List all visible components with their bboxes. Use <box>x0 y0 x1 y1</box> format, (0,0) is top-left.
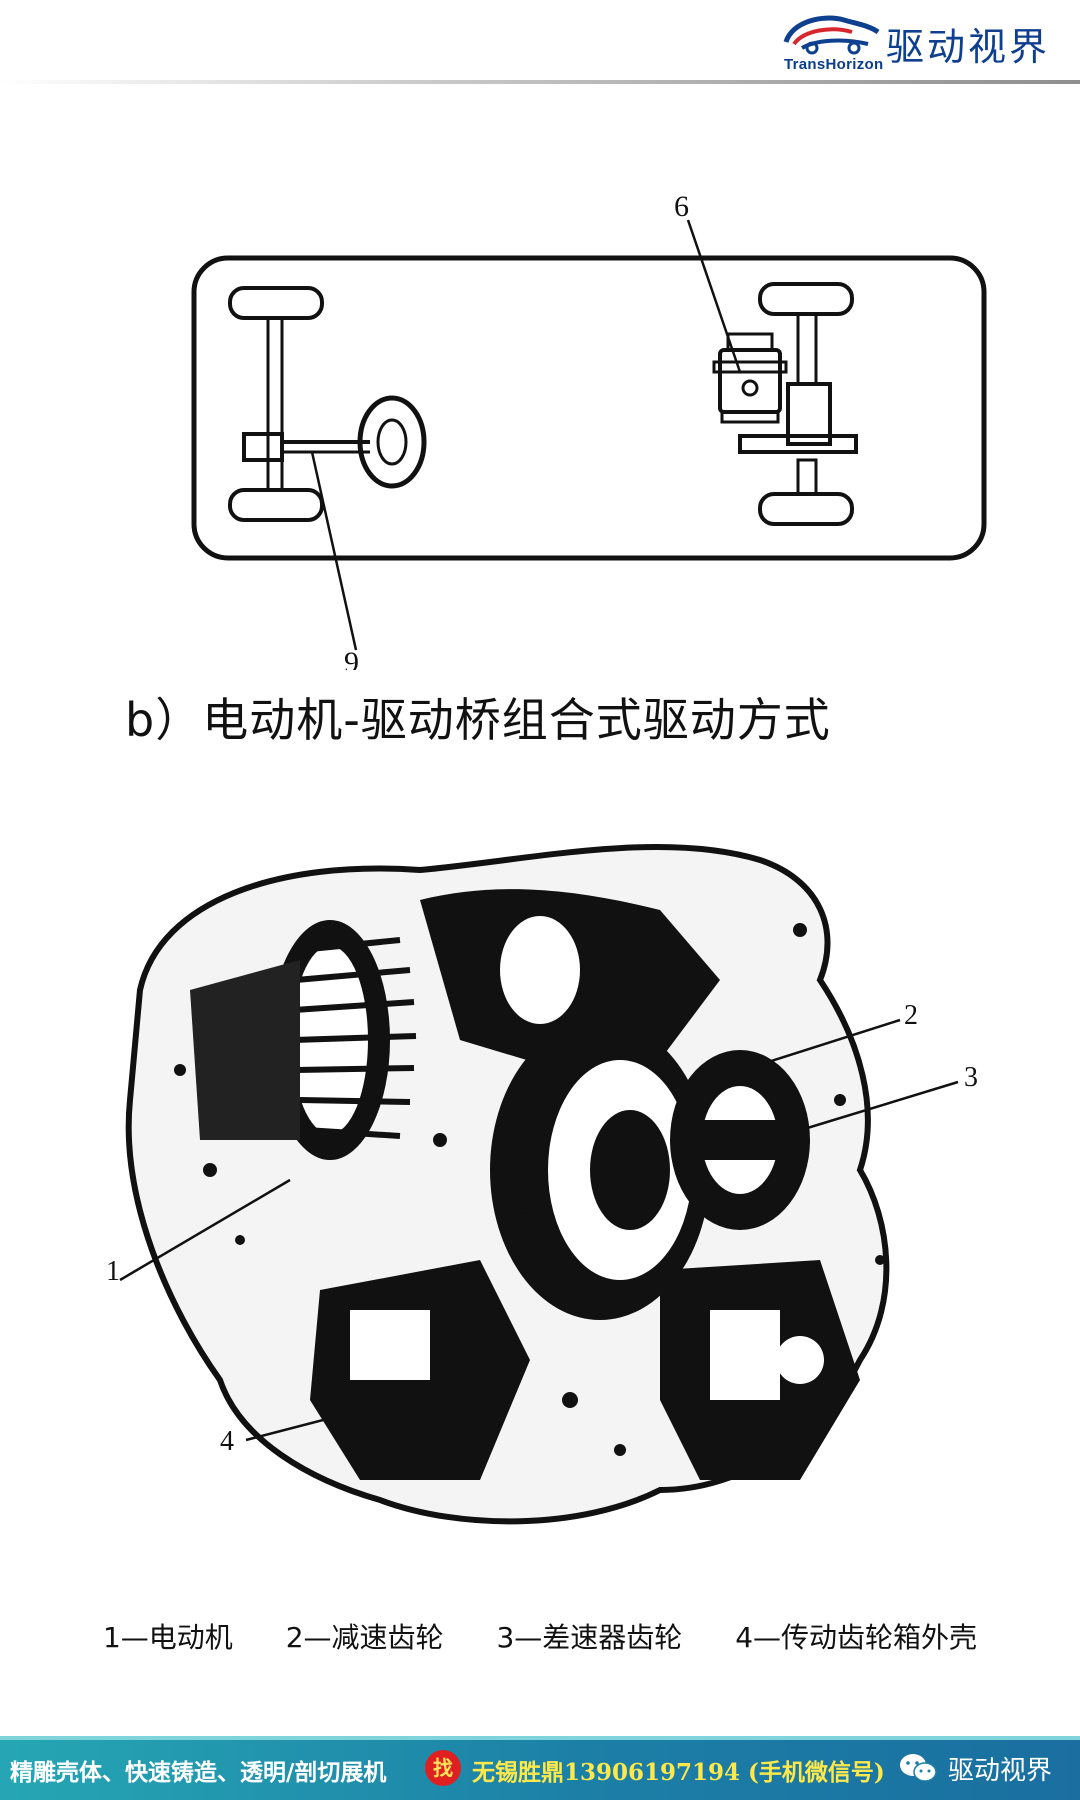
drive-axle-housing <box>786 382 832 446</box>
callout-leader-3 <box>767 1080 959 1142</box>
legend-item-gearbox-housing: 4—传动齿轮箱外壳 <box>735 1621 978 1654</box>
differential-gear <box>670 1050 810 1230</box>
footer-contact-text: 无锡胜鼎13906197194 (手机微信号) <box>472 1759 885 1786</box>
steering-wheel <box>357 395 427 489</box>
rear-axle-lower <box>796 458 818 496</box>
component-legend: 1—电动机 2—减速齿轮 3—差速器齿轮 4—传动齿轮箱外壳 <box>0 1616 1080 1656</box>
footer-banner[interactable]: 精雕壳体、快速铸造、透明/剖切展机 找 无锡胜鼎13906197194 (手机微… <box>0 1736 1080 1800</box>
footer-services-text: 精雕壳体、快速铸造、透明/剖切展机 <box>10 1759 387 1786</box>
gearbox-cutaway-illustration: 1 2 3 4 <box>106 844 978 1525</box>
wechat-icon <box>899 1754 937 1782</box>
callout-leader-1 <box>119 1178 291 1282</box>
callout-2: 2 <box>904 1000 918 1031</box>
vehicle-layout-diagram: 6 9 <box>191 190 987 670</box>
legend-item-differential-gear: 3—差速器齿轮 <box>496 1621 683 1654</box>
callout-9: 9 <box>344 646 359 670</box>
find-badge: 找 <box>425 1750 461 1786</box>
callout-leader-9 <box>310 451 358 651</box>
front-axle-shaft <box>266 316 284 492</box>
front-top-wheel <box>228 286 324 320</box>
footer-brand-name: 驱动视界 <box>947 1755 1052 1786</box>
figure-caption-b: b）电动机-驱动桥组合式驱动方式 <box>125 693 831 747</box>
rear-axle-upper <box>796 312 818 386</box>
callout-6: 6 <box>674 190 689 223</box>
callout-leader-2 <box>679 1018 901 1092</box>
car-swoosh-logo-icon <box>783 15 880 55</box>
front-bottom-wheel <box>228 488 324 522</box>
footer-brand-group[interactable]: 驱动视界 <box>898 1750 1052 1786</box>
reduction-gear <box>490 1020 710 1320</box>
callout-3: 3 <box>964 1062 978 1093</box>
callout-1: 1 <box>106 1256 120 1287</box>
header-divider <box>0 80 1080 84</box>
brand-english: TransHorizon <box>784 56 884 73</box>
brand-logo[interactable]: TransHorizon 驱动视界 <box>782 10 1052 73</box>
callout-leader-4 <box>245 1398 401 1442</box>
legend-item-motor: 1—电动机 <box>102 1621 233 1654</box>
chassis-outline <box>191 255 987 561</box>
legend-item-reduction-gear: 2—减速齿轮 <box>285 1621 444 1654</box>
motor-section <box>190 920 417 1160</box>
steering-gear-box <box>242 432 284 462</box>
footer-highlight-strip <box>0 1736 1080 1740</box>
callout-4: 4 <box>220 1426 234 1457</box>
brand-chinese: 驱动视界 <box>886 25 1051 69</box>
rear-top-wheel <box>758 282 854 316</box>
drive-axle-beam <box>738 434 858 454</box>
callout-leader-6 <box>686 219 742 373</box>
rear-bottom-wheel <box>758 492 854 526</box>
header-bar: TransHorizon 驱动视界 <box>0 0 1080 84</box>
